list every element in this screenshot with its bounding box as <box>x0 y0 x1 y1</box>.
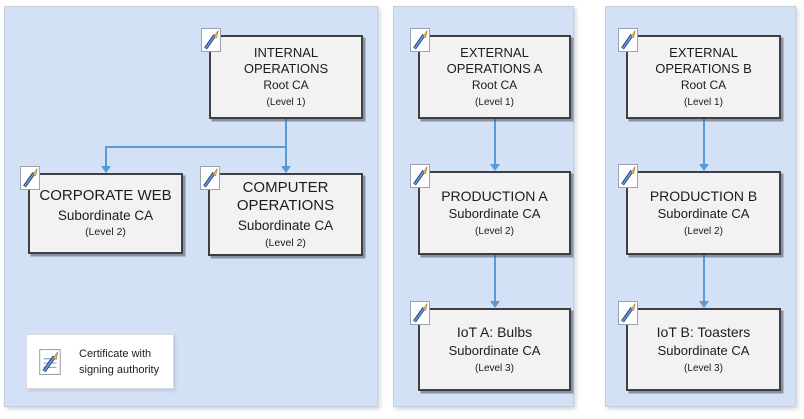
certificate-signing-icon <box>618 301 638 325</box>
connector-line <box>105 147 107 166</box>
connector-line <box>703 119 705 164</box>
ca-box-subtitle: Root CA <box>471 78 518 93</box>
ca-box-corporate-web[interactable]: CORPORATE WEB Subordinate CA (Level 2) <box>20 166 183 254</box>
ca-box-title: PRODUCTION B <box>649 187 758 204</box>
ca-box-title: INTERNAL OPERATIONS <box>243 44 329 77</box>
ca-box-level: (Level 3) <box>475 362 514 374</box>
ca-box-iot-b-toasters[interactable]: IoT B: Toasters Subordinate CA (Level 3) <box>618 301 781 391</box>
certificate-signing-icon <box>200 166 220 190</box>
panel-internal-operations: INTERNAL OPERATIONS Root CA (Level 1) CO… <box>4 6 378 407</box>
legend-line: signing authority <box>79 363 160 376</box>
ca-box-level: (Level 2) <box>475 226 514 238</box>
ca-box-subtitle: Subordinate CA <box>57 207 154 223</box>
ca-box-subtitle: Subordinate CA <box>448 342 541 358</box>
legend-text: Certificate with signing authority <box>79 346 159 378</box>
connector-line <box>285 119 287 166</box>
certificate-signing-icon <box>410 28 430 52</box>
ca-box-title: COMPUTER OPERATIONS <box>236 178 335 215</box>
certificate-signing-icon <box>410 301 430 325</box>
ca-box-subtitle: Root CA <box>680 78 727 93</box>
ca-box-production-a[interactable]: PRODUCTION A Subordinate CA (Level 2) <box>410 164 571 255</box>
panel-external-operations-a: EXTERNAL OPERATIONS A Root CA (Level 1) … <box>393 6 574 407</box>
ca-box-subtitle: Root CA <box>263 78 309 93</box>
ca-box-production-b[interactable]: PRODUCTION B Subordinate CA (Level 2) <box>618 164 781 255</box>
ca-box-level: (Level 3) <box>684 362 723 374</box>
ca-box-level: (Level 1) <box>684 97 723 109</box>
ca-box-title: EXTERNAL OPERATIONS B <box>655 44 752 77</box>
connector-line <box>703 255 705 301</box>
ca-box-level: (Level 2) <box>85 226 126 239</box>
ca-box-level: (Level 1) <box>475 97 514 109</box>
certificate-signing-icon <box>20 166 40 190</box>
arrow-head-icon <box>101 166 111 173</box>
panel-external-operations-b: EXTERNAL OPERATIONS B Root CA (Level 1) … <box>605 6 796 407</box>
certificate-signing-icon <box>410 164 430 188</box>
certificate-signing-icon <box>201 28 221 52</box>
ca-box-external-operations-a-root[interactable]: EXTERNAL OPERATIONS A Root CA (Level 1) <box>410 28 571 119</box>
arrow-head-icon <box>699 301 709 308</box>
ca-box-title: EXTERNAL OPERATIONS A <box>446 44 543 77</box>
legend-line: Certificate with <box>79 347 152 360</box>
legend-box[interactable]: Certificate with signing authority <box>26 334 174 389</box>
arrow-head-icon <box>490 301 500 308</box>
ca-box-title: CORPORATE WEB <box>39 187 172 205</box>
certificate-signing-icon <box>39 348 61 375</box>
connector-line <box>494 119 496 164</box>
ca-box-internal-operations-root[interactable]: INTERNAL OPERATIONS Root CA (Level 1) <box>201 28 363 119</box>
ca-box-subtitle: Subordinate CA <box>448 206 541 222</box>
connector-line <box>105 146 286 148</box>
ca-box-subtitle: Subordinate CA <box>657 206 750 222</box>
arrow-head-icon <box>490 164 500 171</box>
ca-box-level: (Level 2) <box>265 236 306 249</box>
ca-box-iot-a-bulbs[interactable]: IoT A: Bulbs Subordinate CA (Level 3) <box>410 301 571 391</box>
certificate-signing-icon <box>618 28 638 52</box>
arrow-head-icon <box>281 166 291 173</box>
connector-line <box>494 255 496 301</box>
ca-box-title: IoT B: Toasters <box>656 324 751 341</box>
ca-box-level: (Level 2) <box>684 226 723 238</box>
ca-box-external-operations-b-root[interactable]: EXTERNAL OPERATIONS B Root CA (Level 1) <box>618 28 781 119</box>
ca-box-subtitle: Subordinate CA <box>657 342 750 358</box>
ca-box-computer-operations[interactable]: COMPUTER OPERATIONS Subordinate CA (Leve… <box>200 166 363 256</box>
ca-box-subtitle: Subordinate CA <box>237 218 334 234</box>
certificate-signing-icon <box>618 164 638 188</box>
ca-box-title: IoT A: Bulbs <box>456 324 533 341</box>
ca-box-level: (Level 1) <box>266 97 306 109</box>
arrow-head-icon <box>699 164 709 171</box>
ca-box-title: PRODUCTION A <box>441 187 548 204</box>
